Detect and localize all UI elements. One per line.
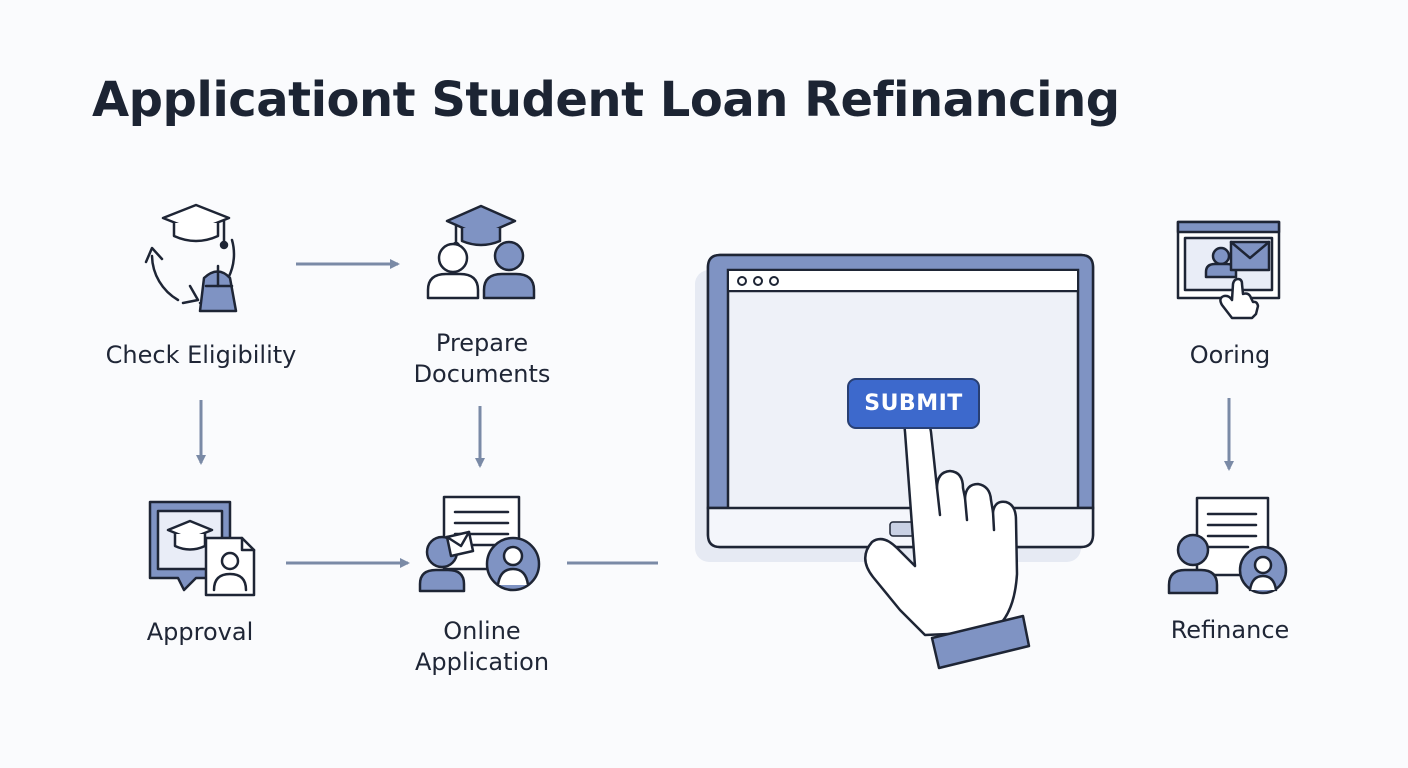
graduation-cap-cycle-icon [144, 203, 238, 313]
submit-button[interactable]: SUBMIT [847, 378, 980, 429]
step-label-line: Approval [146, 618, 254, 646]
step-label-line: Prepare [435, 329, 529, 357]
monitor-email-icon [1176, 220, 1281, 320]
step-label-ooring: Ooring [1140, 340, 1320, 371]
window-dot-2 [753, 276, 763, 286]
diagram-title: Applicationt Student Loan Refinancing [92, 72, 1120, 128]
step-label-prepare-documents: Prepare Documents [392, 328, 572, 390]
step-label-online-application: Online Application [392, 616, 572, 678]
step-label-line: Online [443, 617, 521, 645]
approval-certificate-icon [148, 500, 256, 597]
step-label-line: Refinance [1170, 616, 1290, 644]
refinance-document-icon [1167, 496, 1288, 595]
window-dot-1 [737, 276, 747, 286]
pointing-hand-icon [864, 414, 1031, 670]
people-graduation-icon [426, 204, 536, 300]
step-label-line: Documents [413, 360, 551, 388]
step-label-refinance: Refinance [1140, 615, 1320, 646]
step-label-line: Check Eligibility [105, 341, 297, 369]
window-dot-3 [769, 276, 779, 286]
step-label-approval: Approval [110, 617, 290, 648]
step-label-line: Application [414, 648, 550, 676]
step-label-check-eligibility: Check Eligibility [82, 340, 320, 371]
step-label-line: Ooring [1189, 341, 1271, 369]
online-application-icon [418, 495, 541, 593]
